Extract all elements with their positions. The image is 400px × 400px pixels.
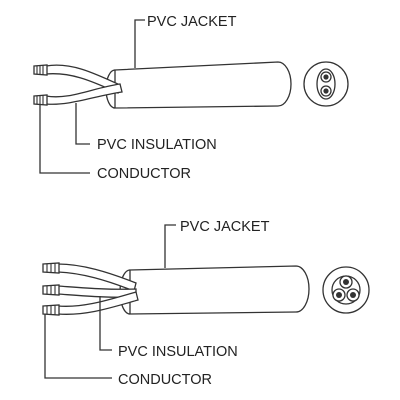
conductor-label: CONDUCTOR (97, 166, 191, 182)
insulated-wire-lower (45, 83, 123, 105)
three-conductor-cable-diagram: PVC JACKET PVC INSULATION CONDUCTOR (42, 219, 370, 388)
insulation-label: PVC INSULATION (97, 137, 217, 153)
insulation-label: PVC INSULATION (118, 344, 238, 360)
insulation-leader-line (99, 296, 112, 351)
cable-cross-section (303, 61, 349, 107)
conductor-leader-line (39, 104, 90, 174)
conductor-tip-upper (33, 64, 48, 76)
conductor-tip-lower (42, 304, 60, 316)
jacket-leader-line (164, 224, 176, 268)
insulated-wire-upper (57, 263, 137, 292)
conductor-leader-line (44, 314, 112, 379)
cable-jacket-body (105, 61, 292, 109)
jacket-label: PVC JACKET (147, 14, 237, 30)
cable-jacket-body (119, 265, 310, 315)
jacket-label: PVC JACKET (180, 219, 270, 235)
jacket-leader-line (134, 19, 145, 68)
two-conductor-cable-diagram: PVC JACKET PVC INSULATION CONDUCTOR (33, 14, 349, 182)
conductor-tip-lower (33, 94, 48, 106)
insulation-leader-line (75, 103, 90, 145)
conductor-tip-middle (42, 284, 60, 296)
insulated-wire-lower (57, 291, 139, 315)
cable-cross-section (322, 266, 370, 314)
conductor-label: CONDUCTOR (118, 372, 212, 388)
conductor-tip-upper (42, 262, 60, 274)
